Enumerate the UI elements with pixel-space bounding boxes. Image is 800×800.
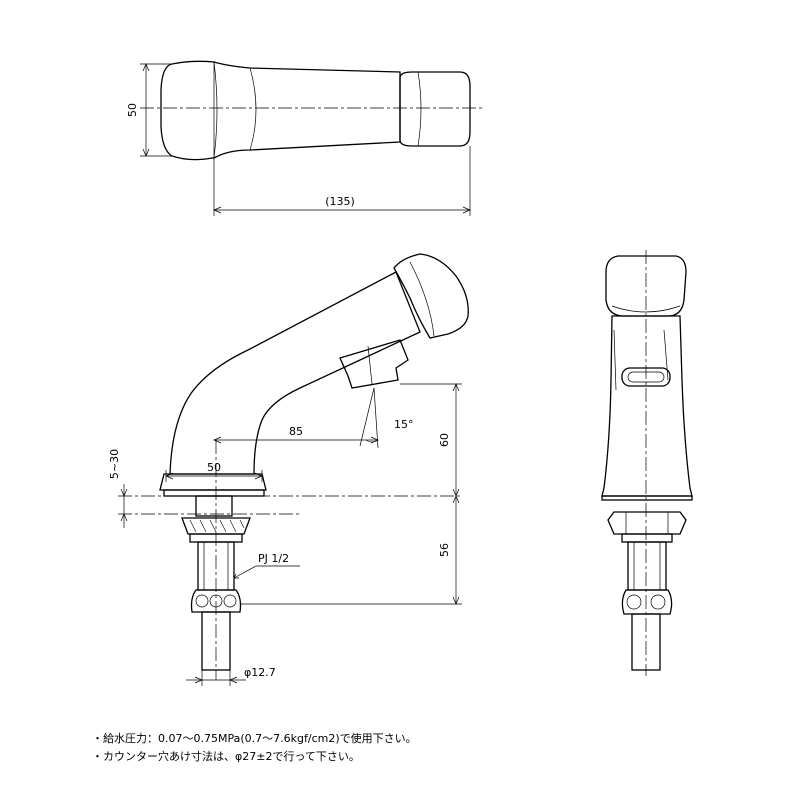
notes: ・給水圧力：0.07～0.75MPa(0.7～7.6kgf/cm2)で使用下さい… (92, 730, 417, 766)
top-view-handle (160, 60, 401, 161)
top-view-spout-tip (399, 71, 471, 147)
dim-angle: 15° (394, 418, 414, 431)
dim-reach: 85 (289, 425, 303, 438)
dim-pipe-diameter: φ12.7 (244, 666, 276, 679)
note-water-pressure: ・給水圧力：0.07～0.75MPa(0.7～7.6kgf/cm2)で使用下さい… (92, 732, 417, 745)
side-view-spout-body (169, 271, 421, 475)
top-view: 50 (135) (126, 60, 484, 216)
side-view-nut (181, 517, 251, 535)
top-view-handle-inner (213, 61, 218, 159)
side-view-base (159, 473, 267, 491)
note-counter-hole: ・カウンター穴あけ寸法は、φ27±2で行って下さい。 (92, 750, 360, 763)
dim-counter-thickness: 5~30 (108, 449, 121, 479)
dim-shank-length: 56 (438, 543, 451, 557)
front-view (601, 250, 693, 676)
side-view-base-flange (163, 489, 265, 497)
dim-top-length: (135) (325, 195, 355, 208)
front-view-body (601, 315, 693, 497)
side-view-cap (393, 253, 469, 339)
front-view-lock-nut (621, 589, 673, 615)
side-view: 85 15° 50 60 5~30 56 PJ 1/2 (108, 253, 469, 686)
side-view-lock-nut (190, 589, 242, 613)
dim-base-width: 50 (207, 461, 221, 474)
side-view-push-button (339, 339, 409, 389)
dim-top-height: 50 (126, 103, 139, 117)
thread-label: PJ 1/2 (258, 552, 289, 565)
side-view-shank-upper (195, 495, 233, 517)
thread-leader (233, 565, 300, 579)
dim-spout-height: 60 (438, 433, 451, 447)
front-view-nut (607, 511, 687, 535)
